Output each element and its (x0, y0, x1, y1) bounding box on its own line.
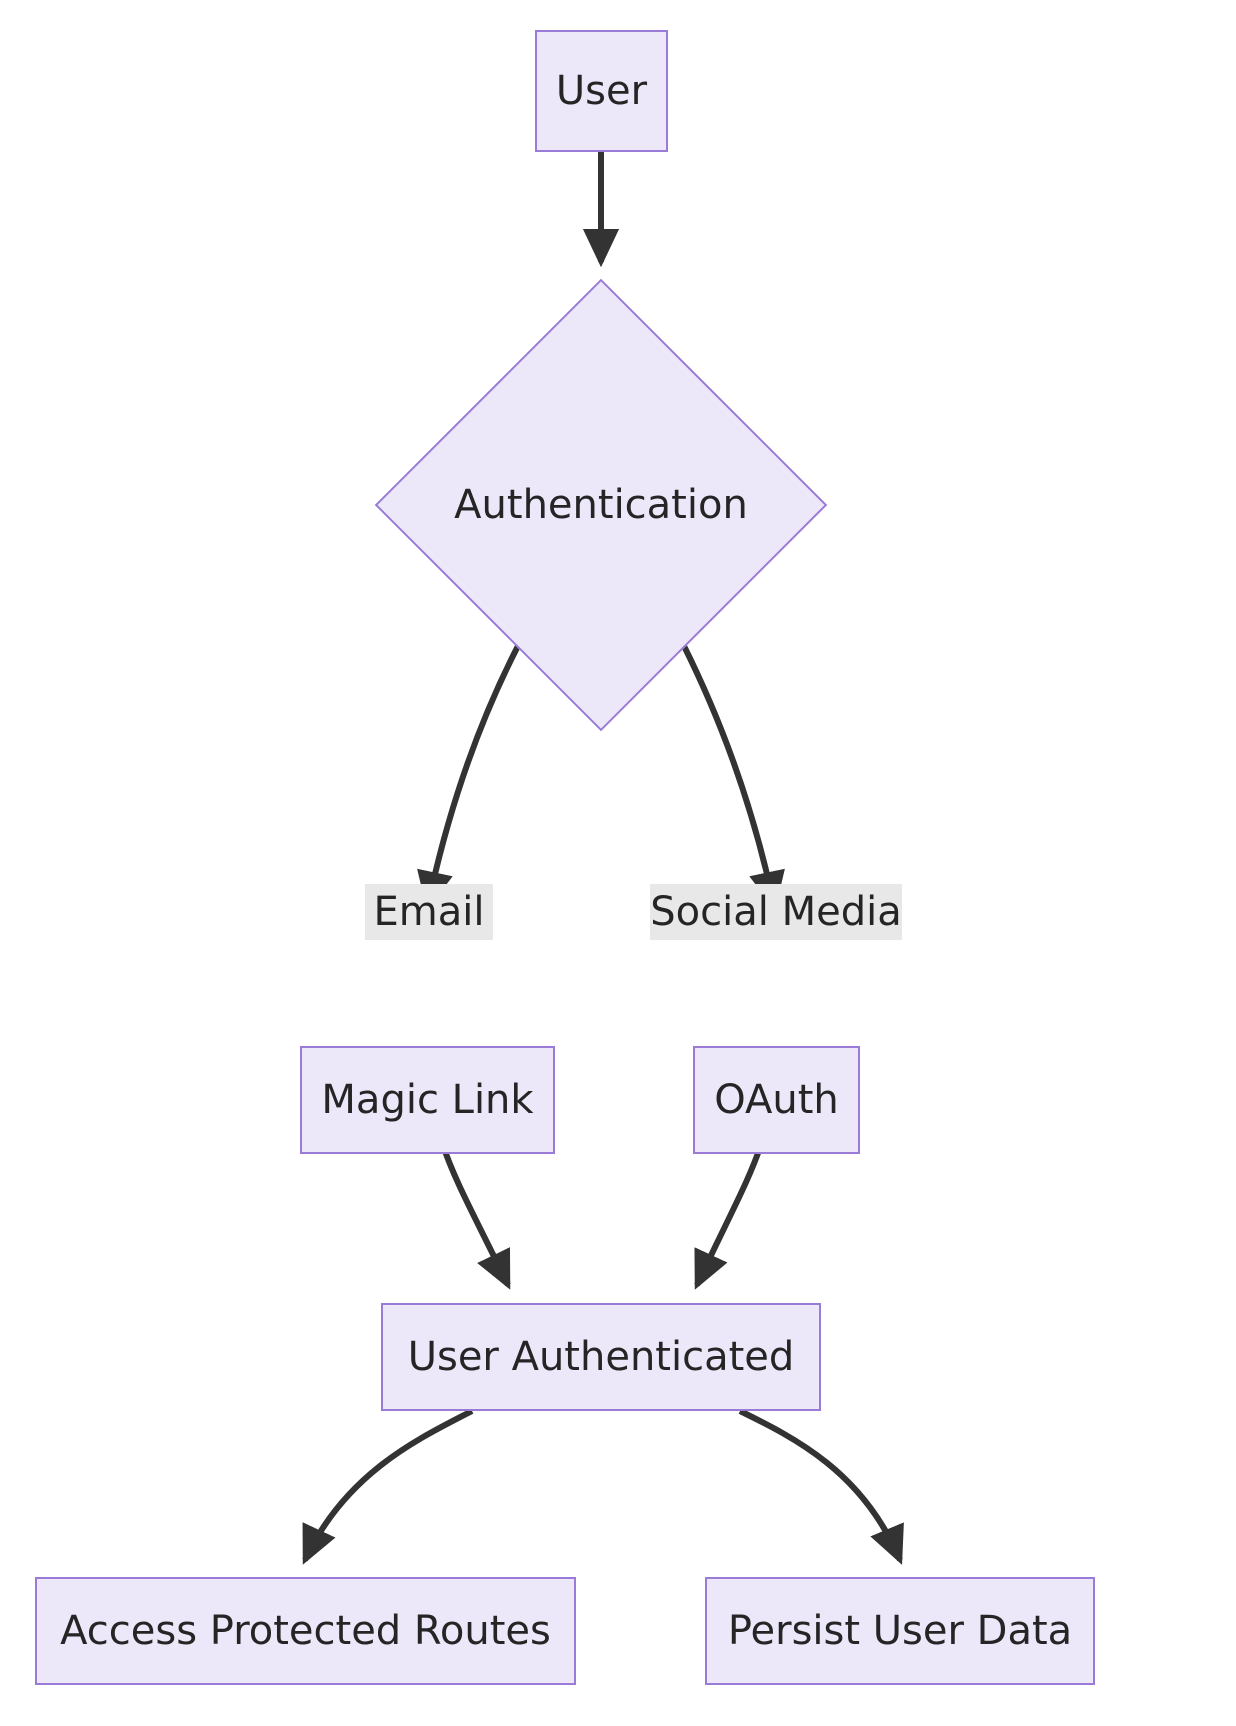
edge-authed-to-routes (302, 1408, 474, 1565)
edge-label-email-text: Email (373, 889, 485, 935)
node-user[interactable]: User (535, 30, 668, 152)
edge-auth-to-magiclink (417, 642, 522, 911)
node-oauth[interactable]: OAuth (693, 1046, 860, 1154)
node-authentication-label-wrap: Authentication (372, 465, 830, 545)
node-user-label: User (555, 68, 648, 114)
node-user-authenticated-label: User Authenticated (407, 1334, 795, 1380)
node-persist-user-data[interactable]: Persist User Data (705, 1577, 1095, 1685)
edge-label-social-media-text: Social Media (650, 889, 902, 935)
node-access-protected-routes-label: Access Protected Routes (60, 1608, 551, 1654)
node-magic-link[interactable]: Magic Link (300, 1046, 555, 1154)
node-oauth-label: OAuth (714, 1077, 839, 1123)
edge-auth-to-oauth (680, 642, 785, 911)
node-magic-link-label: Magic Link (321, 1077, 534, 1123)
edge-label-email: Email (365, 884, 493, 940)
node-user-authenticated[interactable]: User Authenticated (381, 1303, 821, 1411)
node-authentication-label: Authentication (454, 482, 748, 528)
node-persist-user-data-label: Persist User Data (727, 1608, 1073, 1654)
edge-label-social-media: Social Media (650, 884, 902, 940)
node-access-protected-routes[interactable]: Access Protected Routes (35, 1577, 576, 1685)
edge-authed-to-persist (738, 1408, 904, 1565)
